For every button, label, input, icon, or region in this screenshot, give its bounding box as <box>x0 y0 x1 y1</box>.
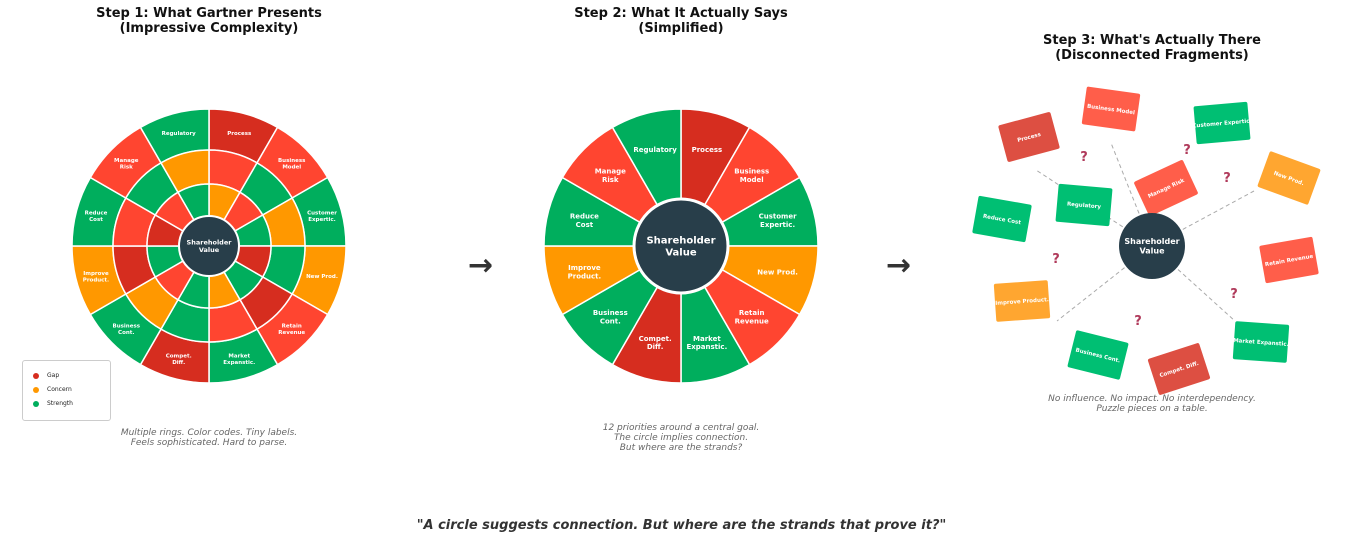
card-background <box>1067 330 1129 380</box>
legend-label: Concern <box>47 386 72 393</box>
fragment-card: Business Model <box>1081 86 1141 132</box>
segment-label: Compet.Diff. <box>639 335 672 351</box>
legend-label: Gap <box>47 372 60 379</box>
step1-title: Step 1: What Gartner Presents(Impressive… <box>96 6 322 36</box>
card-background <box>972 195 1032 243</box>
fragment-card: Compet. Diff. <box>1147 343 1211 395</box>
step2-title: Step 2: What It Actually Says(Simplified… <box>574 6 788 36</box>
fragment-card: New Prod. <box>1257 151 1321 205</box>
fragment-card: Market Expanstic. <box>1232 321 1290 363</box>
card-background <box>1259 236 1319 284</box>
arrow-icon: → <box>886 248 912 283</box>
question-mark: ? <box>1134 314 1142 329</box>
legend-swatch <box>33 400 39 407</box>
card-background <box>1055 183 1113 227</box>
center-circle <box>632 197 730 295</box>
fragment-card: Retain Revenue <box>1259 236 1319 284</box>
question-mark: ? <box>1183 143 1191 158</box>
segment-label: Compet.Diff. <box>166 354 192 367</box>
step3-title: Step 3: What's Actually There(Disconnect… <box>1043 33 1261 63</box>
legend: Gap Concern Strength <box>22 360 111 421</box>
card-label: Market Expanstic. <box>1233 338 1289 348</box>
dashed-connector <box>1056 245 1153 322</box>
question-mark: ? <box>1230 287 1238 302</box>
segment-label: New Prod. <box>306 274 338 280</box>
segment-label: New Prod. <box>757 268 798 276</box>
legend-item-gap: Gap <box>33 372 59 379</box>
card-background <box>1134 160 1198 216</box>
card-label: Improve Product. <box>995 297 1049 307</box>
question-mark: ? <box>1223 171 1231 186</box>
question-mark: ? <box>1052 252 1060 267</box>
center-circle <box>178 215 240 277</box>
fragment-card: Improve Product. <box>993 280 1051 322</box>
fragment-card: Business Cont. <box>1067 330 1129 380</box>
step1-caption: Multiple rings. Color codes. Tiny labels… <box>120 428 298 448</box>
card-background <box>1257 151 1321 205</box>
center-circle <box>1119 213 1185 279</box>
legend-item-concern: Concern <box>33 386 72 393</box>
fragment-card: Manage Risk <box>1134 160 1198 216</box>
step2-caption: 12 priorities around a central goal.The … <box>602 423 760 453</box>
fragment-card: Process <box>998 112 1060 162</box>
card-background <box>993 280 1051 322</box>
segment-label: Regulatory <box>633 146 677 154</box>
card-background <box>1193 101 1251 145</box>
question-mark: ? <box>1080 150 1088 165</box>
legend-swatch <box>33 386 39 393</box>
legend-swatch <box>33 372 39 379</box>
card-label: Customer Expertic. <box>1192 118 1252 129</box>
legend-item-strength: Strength <box>33 400 73 407</box>
card-background <box>1232 321 1290 363</box>
card-background <box>998 112 1060 162</box>
card-background <box>1147 343 1211 395</box>
card-label: Regulatory <box>1067 202 1102 211</box>
dashed-connector <box>1110 142 1153 247</box>
fragment-card: Reduce Cost <box>972 195 1032 243</box>
fragment-card: Regulatory <box>1055 183 1113 227</box>
dashed-connector <box>1151 190 1255 247</box>
segment-label: Regulatory <box>162 131 197 137</box>
fragment-card: Customer Expertic. <box>1192 101 1252 145</box>
arrow-icon: → <box>468 248 494 283</box>
dashed-connector <box>1151 245 1236 322</box>
card-background <box>1081 86 1141 132</box>
legend-label: Strength <box>47 400 73 407</box>
step3-caption: No influence. No impact. No interdepende… <box>1048 394 1256 414</box>
segment-label: Process <box>227 131 252 137</box>
segment-label: Process <box>692 146 723 154</box>
bottom-quote: "A circle suggests connection. But where… <box>416 518 947 533</box>
